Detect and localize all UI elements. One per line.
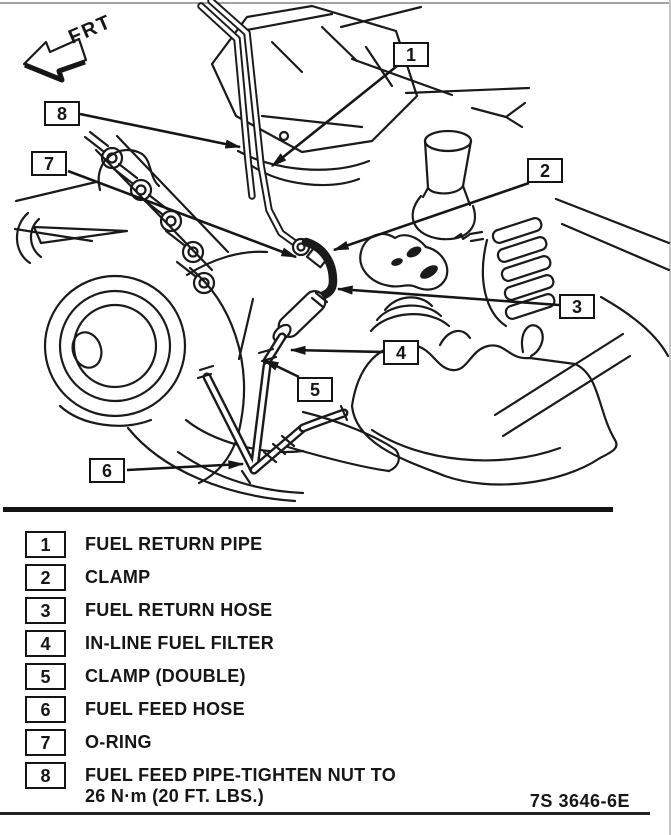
callout-box-1: 1: [393, 42, 429, 67]
left-brackets-and-bolts: [13, 130, 230, 295]
legend-item-label-line1: CLAMP (DOUBLE): [85, 666, 246, 686]
legend-item-number: 8: [40, 765, 51, 786]
page-top-border: [0, 2, 671, 4]
center-casting: [359, 230, 485, 333]
callout-box-5: 5: [297, 377, 333, 402]
legend-item-number: 6: [40, 699, 51, 720]
legend-item-label: FUEL RETURN PIPE: [85, 531, 263, 555]
fuel-feed-hose: [196, 361, 400, 475]
legend-row: 3 FUEL RETURN HOSE: [25, 597, 396, 624]
callout-leader-8: [79, 112, 242, 149]
legend-item-number-box: 2: [25, 564, 66, 591]
callout-box-2: 2: [527, 158, 563, 183]
legend-item-label: CLAMP (DOUBLE): [85, 663, 246, 687]
callout-leader-6: [126, 460, 245, 472]
legend-row: 1 FUEL RETURN PIPE: [25, 531, 396, 558]
legend-item-label-line1: O-RING: [85, 732, 152, 752]
callout-box-8: 8: [44, 101, 80, 126]
legend-item-number-box: 1: [25, 531, 66, 558]
engine-fuel-system-diagram: FRT: [13, 0, 671, 503]
legend-row: 7 O-RING: [25, 729, 396, 756]
callout-leader-1: [270, 64, 398, 168]
reservoir-and-pump: [411, 129, 476, 241]
frame-and-hose-lines: [339, 5, 671, 358]
callout-box-3: 3: [559, 294, 595, 319]
frt-label: FRT: [65, 11, 115, 49]
callout-box-4: 4: [383, 340, 419, 365]
legend-item-number: 4: [40, 633, 51, 654]
callout-leader-2: [332, 181, 530, 252]
legend-item-label-line1: FUEL RETURN PIPE: [85, 534, 263, 554]
legend-item-number: 5: [40, 666, 51, 687]
callout-box-6: 6: [89, 458, 125, 483]
legend-item-label-line1: IN-LINE FUEL FILTER: [85, 633, 275, 653]
crankshaft-pulley: [43, 274, 187, 427]
callout-box-7: 7: [31, 151, 67, 176]
frt-direction-arrow: FRT: [22, 11, 115, 83]
callout-leader-4: [289, 345, 384, 355]
legend-row: 8 FUEL FEED PIPE-TIGHTEN NUT TO 26 N·m (…: [25, 762, 396, 807]
legend-item-label: FUEL RETURN HOSE: [85, 597, 272, 621]
legend-item-number-box: 3: [25, 597, 66, 624]
distributor-wires: [481, 217, 556, 328]
legend-item-number: 7: [40, 732, 51, 753]
callout-leaders: [67, 64, 560, 472]
legend-item-label: FUEL FEED PIPE-TIGHTEN NUT TO 26 N·m (20…: [85, 762, 396, 807]
callout-leader-5: [262, 358, 300, 379]
legend-row: 2 CLAMP: [25, 564, 396, 591]
legend-item-number: 3: [40, 600, 51, 621]
legend-item-number-box: 4: [25, 630, 66, 657]
legend-item-label-line1: FUEL RETURN HOSE: [85, 600, 273, 620]
legend-row: 5 CLAMP (DOUBLE): [25, 663, 396, 690]
legend-item-label: FUEL FEED HOSE: [85, 696, 245, 720]
bottom-rule: [0, 812, 650, 815]
legend-item-number: 1: [40, 534, 51, 555]
legend-item-number-box: 5: [25, 663, 66, 690]
figure-number: 7S 3646-6E: [529, 791, 630, 811]
legend-item-label-line2: 26 N·m (20 FT. LBS.): [85, 786, 265, 806]
callout-leader-3: [336, 285, 560, 307]
legend-item-label-line1: FUEL FEED PIPE-TIGHTEN NUT TO: [85, 765, 397, 785]
legend-item-label: CLAMP: [85, 564, 151, 588]
legend-item-label-line1: FUEL FEED HOSE: [85, 699, 245, 719]
diagram-legend-separator: [3, 507, 613, 512]
page-right-border: [669, 0, 671, 835]
fittings-filter-and-return-hose: [257, 237, 338, 366]
legend-row: 4 IN-LINE FUEL FILTER: [25, 630, 396, 657]
callout-leader-7: [67, 169, 298, 259]
legend-item-number-box: 6: [25, 696, 66, 723]
fuel-pipes: [197, 0, 303, 250]
legend-item-number: 2: [40, 567, 51, 588]
legend-item-label: IN-LINE FUEL FILTER: [85, 630, 274, 654]
legend-item-label: O-RING: [85, 729, 152, 753]
engine-line-art: FRT: [13, 0, 671, 503]
legend-item-label-line1: CLAMP: [85, 567, 151, 587]
legend-item-number-box: 7: [25, 729, 66, 756]
legend-row: 6 FUEL FEED HOSE: [25, 696, 396, 723]
engine-block-and-pan: [126, 250, 305, 503]
heat-shield: [350, 324, 632, 486]
legend-item-number-box: 8: [25, 762, 66, 789]
legend: 1 FUEL RETURN PIPE 2 CLAMP 3 FUEL RETURN…: [25, 531, 396, 813]
